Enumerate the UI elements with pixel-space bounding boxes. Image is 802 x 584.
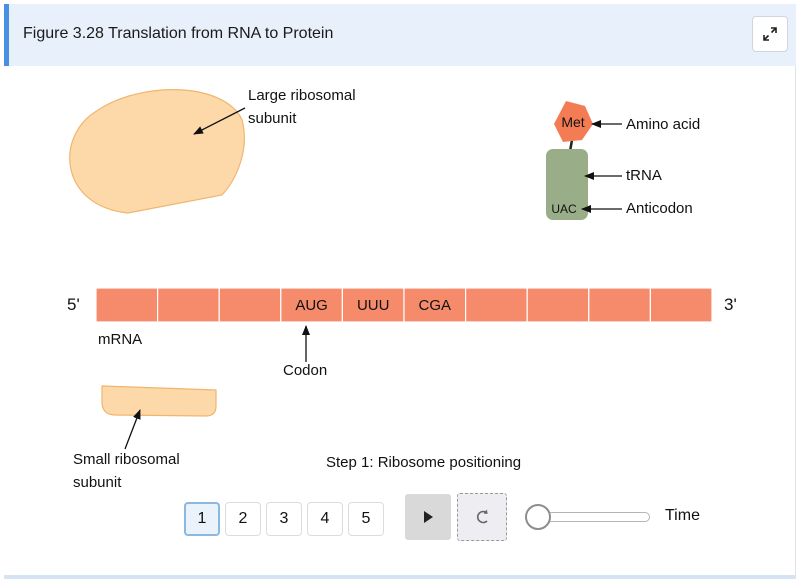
mrna-codon-box bbox=[526, 287, 590, 323]
step-button-1[interactable]: 1 bbox=[184, 502, 220, 536]
amino-acid-met bbox=[554, 101, 593, 142]
step-button-4[interactable]: 4 bbox=[307, 502, 343, 536]
codon-label: Codon bbox=[283, 362, 328, 379]
mrna-codon-box bbox=[649, 287, 713, 323]
mrna-codon-box bbox=[403, 287, 467, 323]
reset-icon bbox=[476, 509, 488, 524]
mrna-codon-box bbox=[95, 287, 159, 323]
step-button-3[interactable]: 3 bbox=[266, 502, 302, 536]
expand-icon bbox=[763, 27, 777, 41]
step-button-2[interactable]: 2 bbox=[225, 502, 261, 536]
uac-label: UAC bbox=[551, 202, 577, 216]
three-prime-label: 3' bbox=[724, 295, 737, 314]
anticodon-label: Anticodon bbox=[626, 200, 693, 217]
trna-label: tRNA bbox=[626, 167, 662, 184]
amino-acid-label: Amino acid bbox=[626, 116, 701, 133]
large-subunit-arrow bbox=[193, 107, 246, 135]
expand-button[interactable] bbox=[752, 16, 788, 52]
small-subunit-arrow bbox=[124, 409, 141, 450]
play-button[interactable] bbox=[405, 494, 451, 540]
small-ribosomal-subunit bbox=[101, 385, 217, 417]
five-prime-label: 5' bbox=[67, 295, 80, 314]
step-button-5[interactable]: 5 bbox=[348, 502, 384, 536]
bottom-border bbox=[4, 575, 796, 579]
time-slider-track[interactable] bbox=[538, 512, 650, 522]
small-subunit-label-line2: subunit bbox=[73, 474, 122, 491]
mrna-codon-box bbox=[218, 287, 282, 323]
mrna-label: mRNA bbox=[98, 331, 143, 348]
trna-body bbox=[546, 149, 588, 220]
mrna-codon-label: UUU bbox=[357, 297, 390, 314]
met-label: Met bbox=[561, 114, 584, 130]
mrna-codon-box bbox=[157, 287, 220, 323]
reset-button[interactable] bbox=[457, 493, 507, 541]
mrna-codon-label: CGA bbox=[419, 297, 452, 314]
mrna-codon-label: AUG bbox=[295, 297, 328, 314]
figure-frame bbox=[4, 4, 796, 578]
step-description: Step 1: Ribosome positioning bbox=[326, 454, 522, 471]
large-subunit-label-line1: Large ribosomal bbox=[248, 87, 356, 104]
mrna-codon-box bbox=[341, 287, 405, 323]
mrna-codon-box bbox=[588, 287, 651, 323]
figure-title: Figure 3.28 Translation from RNA to Prot… bbox=[23, 25, 334, 42]
large-ribosomal-subunit bbox=[69, 89, 245, 214]
large-subunit-label-line2: subunit bbox=[248, 110, 297, 127]
time-slider-thumb[interactable] bbox=[525, 504, 551, 530]
figure-header: Figure 3.28 Translation from RNA to Prot… bbox=[4, 4, 796, 66]
mrna-codon-box bbox=[465, 287, 528, 323]
time-label: Time bbox=[665, 507, 700, 524]
play-icon bbox=[424, 511, 433, 523]
mrna-strand: AUG UUU CGA bbox=[95, 287, 713, 323]
small-subunit-label-line1: Small ribosomal bbox=[73, 451, 180, 468]
